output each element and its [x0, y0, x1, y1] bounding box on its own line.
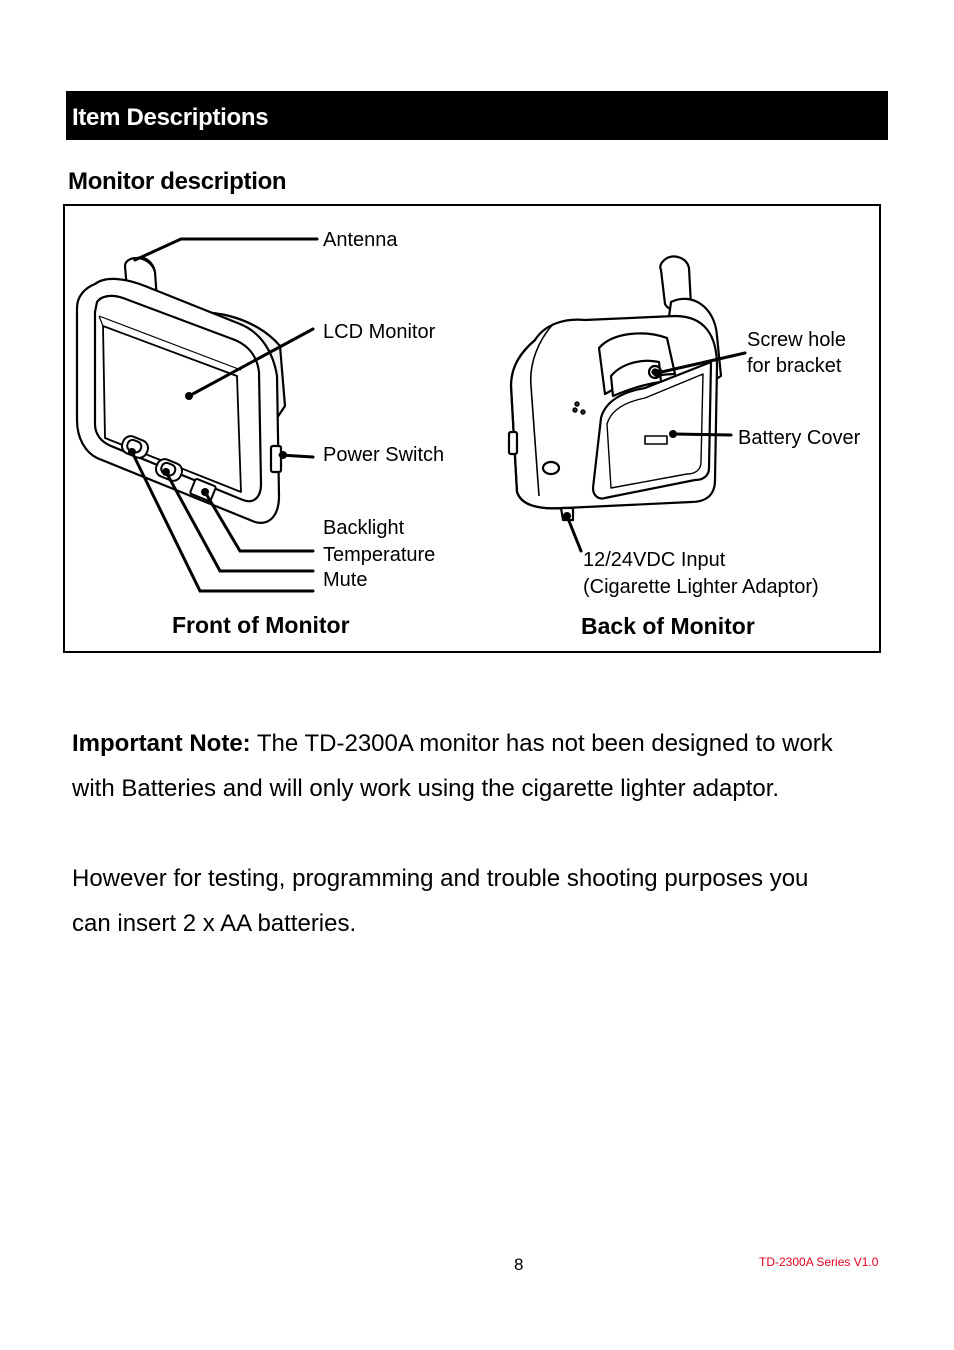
front-monitor-drawing — [75, 256, 287, 524]
monitor-diagram: Antenna LCD Monitor Power Switch Backlig… — [63, 204, 881, 653]
label-lcd-monitor: LCD Monitor — [323, 321, 436, 343]
testing-paragraph: However for testing, programming and tro… — [72, 856, 902, 946]
label-power-switch: Power Switch — [323, 444, 445, 466]
label-antenna: Antenna — [323, 229, 398, 251]
label-screw-hole: Screw hole — [747, 329, 846, 351]
monitor-illustration — [75, 237, 747, 593]
label-battery-cover: Battery Cover — [738, 427, 861, 449]
page-number: 8 — [514, 1255, 524, 1274]
back-leader-dots — [563, 369, 677, 520]
front-leader-lines — [130, 237, 319, 593]
label-screw-hole-bracket: for bracket — [747, 355, 842, 377]
section-title: Item Descriptions — [72, 104, 269, 131]
front-leader-dots — [128, 392, 287, 496]
important-note-label: Important Note: — [72, 730, 251, 757]
label-dc-input: 12/24VDC Input — [583, 549, 726, 571]
label-mute: Mute — [323, 569, 368, 591]
caption-front-of-monitor: Front of Monitor — [172, 612, 350, 638]
document-version-tag: TD-2300A Series V1.0 — [759, 1255, 879, 1269]
label-dc-input-adaptor: (Cigarette Lighter Adaptor) — [583, 576, 819, 598]
label-temperature: Temperature — [323, 544, 436, 566]
label-backlight: Backlight — [323, 517, 405, 539]
testing-paragraph-line1: However for testing, programming and tro… — [72, 865, 809, 892]
testing-paragraph-line2: can insert 2 x AA batteries. — [72, 910, 357, 937]
subsection-title: Monitor description — [68, 168, 287, 195]
caption-back-of-monitor: Back of Monitor — [581, 613, 755, 639]
section-header-bar: Item Descriptions — [66, 91, 888, 140]
important-note: Important Note: The TD-2300A monitor has… — [72, 721, 902, 811]
back-monitor-drawing — [507, 255, 723, 522]
important-note-text-line1: The TD-2300A monitor has not been design… — [250, 730, 833, 757]
important-note-text-line2: with Batteries and will only work using … — [72, 775, 780, 802]
back-leader-lines — [565, 351, 747, 553]
